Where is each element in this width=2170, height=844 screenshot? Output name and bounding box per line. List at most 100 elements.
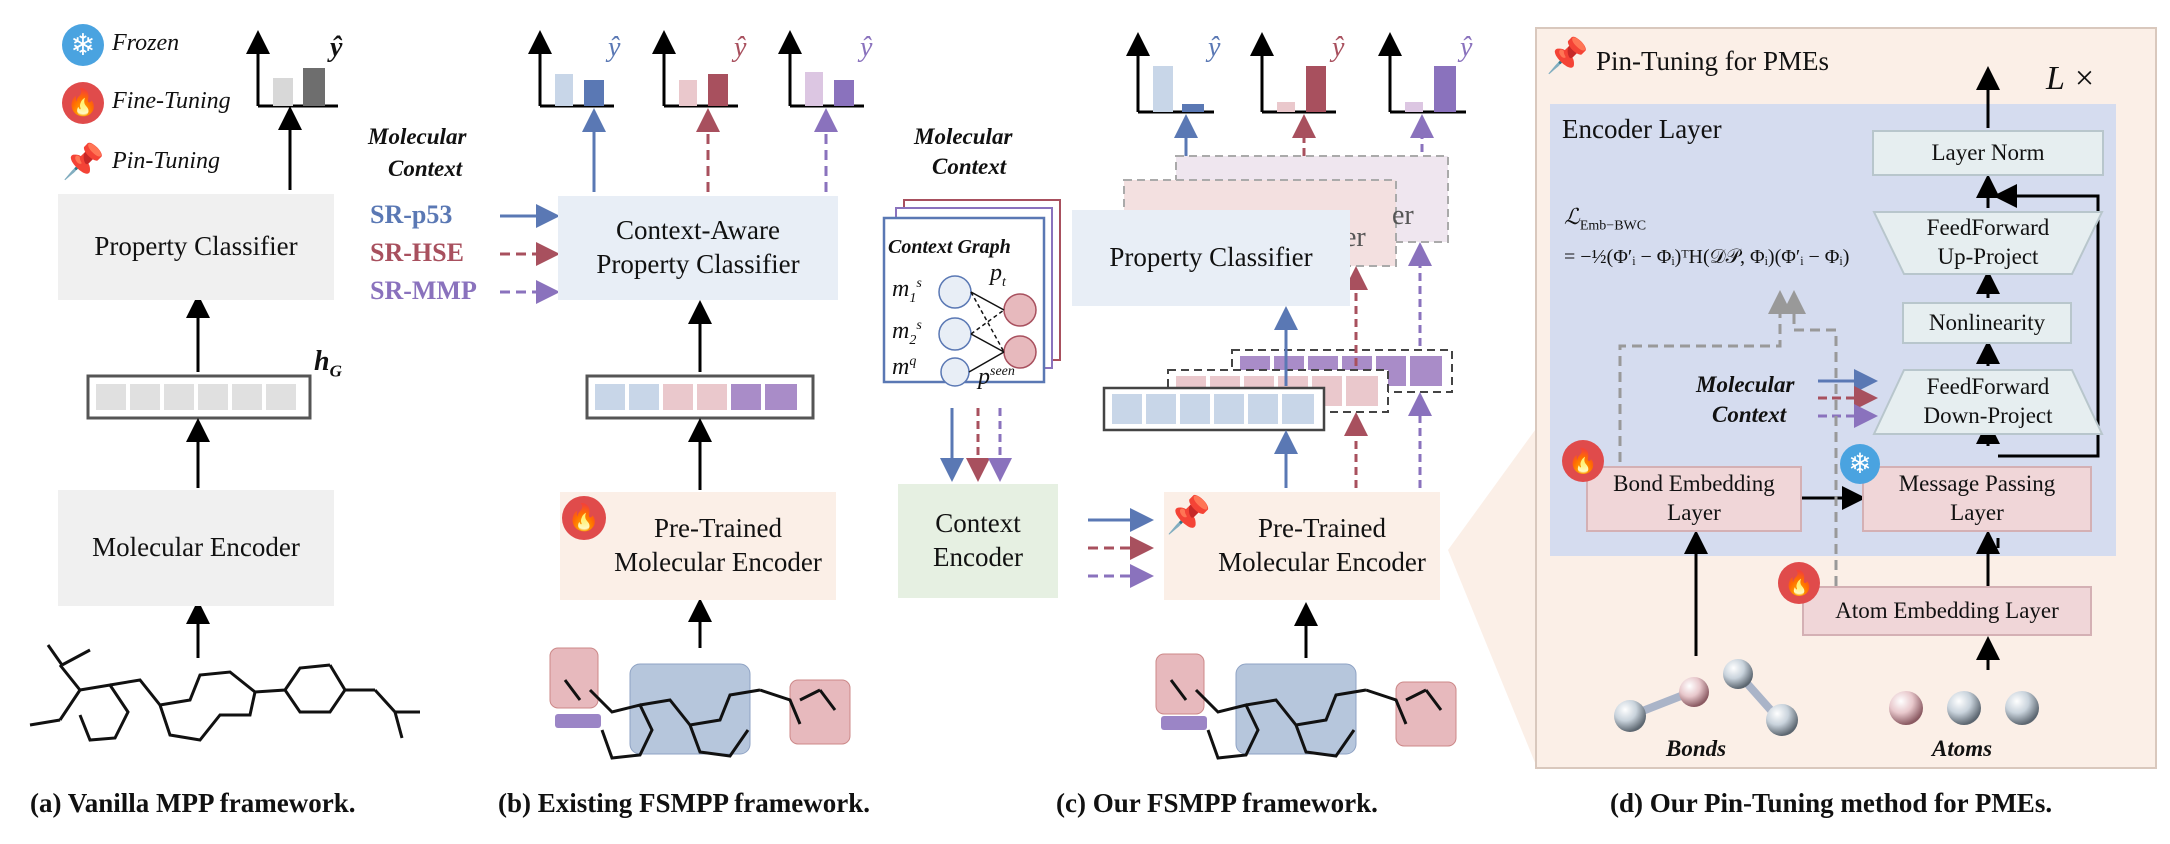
flame-icon: 🔥 — [1778, 562, 1820, 604]
h-g-label: hG — [314, 346, 342, 381]
caption-a: (a) Vanilla MPP framework. — [30, 788, 356, 818]
pin-icon: 📌 — [62, 144, 105, 181]
y-hat-red: ŷ — [734, 32, 747, 63]
context-encoder-box: Context Encoder — [898, 484, 1058, 598]
snowflake-icon: ❄ — [62, 24, 104, 66]
ff-up-shape — [1872, 211, 2104, 275]
panel-b — [500, 30, 864, 760]
caption-b: (b) Existing FSMPP framework. — [498, 788, 870, 818]
ff-down-shape — [1872, 369, 2104, 435]
molecule-structure-highlighted — [549, 647, 851, 760]
pin-tuning-title: Pin-Tuning for PMEs — [1596, 46, 1830, 76]
ff-up-text: FeedForward Up-Project — [1872, 210, 2104, 276]
output-bar-chart-purple-c — [1378, 32, 1466, 114]
pretrained-encoder-box-c: Pre-Trained Molecular Encoder — [1164, 492, 1440, 600]
atom-spheres — [1889, 691, 2039, 725]
pin-icon: 📌 — [1166, 495, 1211, 535]
legend-frozen: Frozen — [112, 30, 180, 56]
pretrained-encoder-box-b: Pre-Trained Molecular Encoder — [560, 492, 836, 600]
flame-icon: 🔥 — [562, 496, 606, 540]
node-pt-label: pt — [990, 260, 1006, 290]
ff-up-line-2: Up-Project — [1937, 244, 2039, 269]
y-hat-purple: ŷ — [860, 32, 873, 63]
context-aware-classifier-line-2: Property Classifier — [596, 249, 800, 279]
y-hat-purple-c: ŷ — [1460, 32, 1473, 63]
embedding-vector-stack — [1102, 349, 1453, 432]
output-bar-chart-red-c — [1250, 32, 1336, 114]
ff-up-project-box: FeedForward Up-Project — [1872, 210, 2104, 276]
bond-embedding-line-1: Bond Embedding — [1613, 471, 1775, 497]
molecular-context-title-c-1: Molecular — [914, 124, 1013, 149]
context-aware-classifier-box: Context-Aware Property Classifier — [558, 196, 838, 300]
repeat-label: L × — [2046, 60, 2096, 97]
property-classifier-box-c: Property Classifier — [1072, 210, 1350, 306]
loss-equation: = −½(Φ′ᵢ − Φᵢ)ᵀH(𝒟𝒫, Φᵢ)(Φ′ᵢ − Φᵢ) — [1564, 246, 1850, 268]
output-bar-chart-red — [652, 30, 738, 108]
molecule-structure-highlighted-c — [1155, 653, 1457, 760]
molecular-encoder-box: Molecular Encoder — [58, 490, 334, 606]
node-m1-label: m1s — [892, 276, 922, 306]
ff-up-line-1: FeedForward — [1926, 215, 2050, 241]
y-hat-label: ŷ — [330, 32, 343, 63]
atom-embedding-box: Atom Embedding Layer — [1802, 586, 2092, 636]
layer-norm-box: Layer Norm — [1872, 130, 2104, 176]
caption-d: (d) Our Pin-Tuning method for PMEs. — [1610, 788, 2053, 818]
pretrained-encoder-c-line-1: Pre-Trained — [1258, 513, 1386, 544]
flame-icon: 🔥 — [1562, 440, 1604, 482]
output-bar-chart-blue — [528, 30, 614, 108]
embedding-vector — [585, 374, 815, 420]
node-mq-label: mq — [892, 354, 917, 380]
property-classifier-box: Property Classifier — [58, 194, 334, 300]
pretrained-encoder-c-line-2: Molecular Encoder — [1218, 547, 1426, 577]
y-hat-red-c: ŷ — [1332, 32, 1345, 63]
ff-down-line-2: Down-Project — [1923, 403, 2053, 428]
loss-name: ℒEmb−BWC — [1564, 204, 1647, 234]
output-bar-chart — [246, 30, 338, 108]
context-graph-stack — [882, 199, 1061, 387]
atoms-label: Atoms — [1932, 736, 1993, 761]
legend-fine-tuning: Fine-Tuning — [112, 88, 231, 114]
task-sr-hse: SR-HSE — [370, 238, 464, 267]
nonlinearity-box: Nonlinearity — [1902, 302, 2072, 344]
context-encoder-line-1: Context — [935, 508, 1021, 539]
task-sr-mmp: SR-MMP — [370, 276, 477, 305]
ff-down-line-1: FeedForward — [1926, 374, 2050, 400]
molecular-context-d-2: Context — [1712, 402, 1787, 427]
panel-a — [29, 30, 420, 742]
task-sr-p53: SR-p53 — [370, 200, 453, 229]
pin-icon: 📌 — [1546, 38, 1589, 75]
ff-down-project-box: FeedForward Down-Project — [1872, 368, 2104, 436]
classifier-back-text-1: er — [1392, 200, 1414, 231]
bond-embedding-line-2: Layer — [1667, 500, 1721, 525]
pretrained-encoder-b-line-2: Molecular Encoder — [614, 547, 822, 577]
flame-icon: 🔥 — [62, 82, 104, 124]
bond-embedding-box: Bond Embedding Layer — [1586, 466, 1802, 532]
molecular-context-title-b-1: Molecular — [368, 124, 467, 149]
molecular-context-d-1: Molecular — [1696, 372, 1795, 397]
context-aware-classifier-line-1: Context-Aware — [616, 215, 780, 246]
bonds-label: Bonds — [1666, 736, 1727, 761]
message-passing-line-1: Message Passing — [1898, 471, 2056, 497]
bond-spheres — [1614, 659, 1798, 736]
molecular-context-title-b-2: Context — [388, 156, 463, 181]
pretrained-encoder-b-line-1: Pre-Trained — [654, 513, 782, 544]
y-hat-blue-c: ŷ — [1208, 32, 1221, 63]
y-hat-blue: ŷ — [608, 32, 621, 63]
snowflake-icon: ❄ — [1840, 444, 1880, 484]
message-passing-box: Message Passing Layer — [1862, 466, 2092, 532]
encoder-layer-title: Encoder Layer — [1562, 114, 1722, 144]
molecular-context-title-c-2: Context — [932, 154, 1007, 179]
caption-c: (c) Our FSMPP framework. — [1056, 788, 1378, 818]
node-m2-label: m2s — [892, 318, 922, 348]
graph-embedding-vector — [86, 374, 312, 420]
ff-down-text: FeedForward Down-Project — [1872, 368, 2104, 436]
message-passing-line-2: Layer — [1950, 500, 2004, 525]
context-graph-label: Context Graph — [888, 236, 1011, 258]
legend-pin-tuning: Pin-Tuning — [112, 148, 221, 174]
context-encoder-line-2: Encoder — [933, 542, 1023, 572]
node-pseen-label: pseen — [978, 364, 1015, 390]
output-bar-chart-blue-c — [1126, 32, 1214, 114]
output-bar-chart-purple — [778, 30, 864, 108]
molecule-structure — [29, 644, 420, 742]
